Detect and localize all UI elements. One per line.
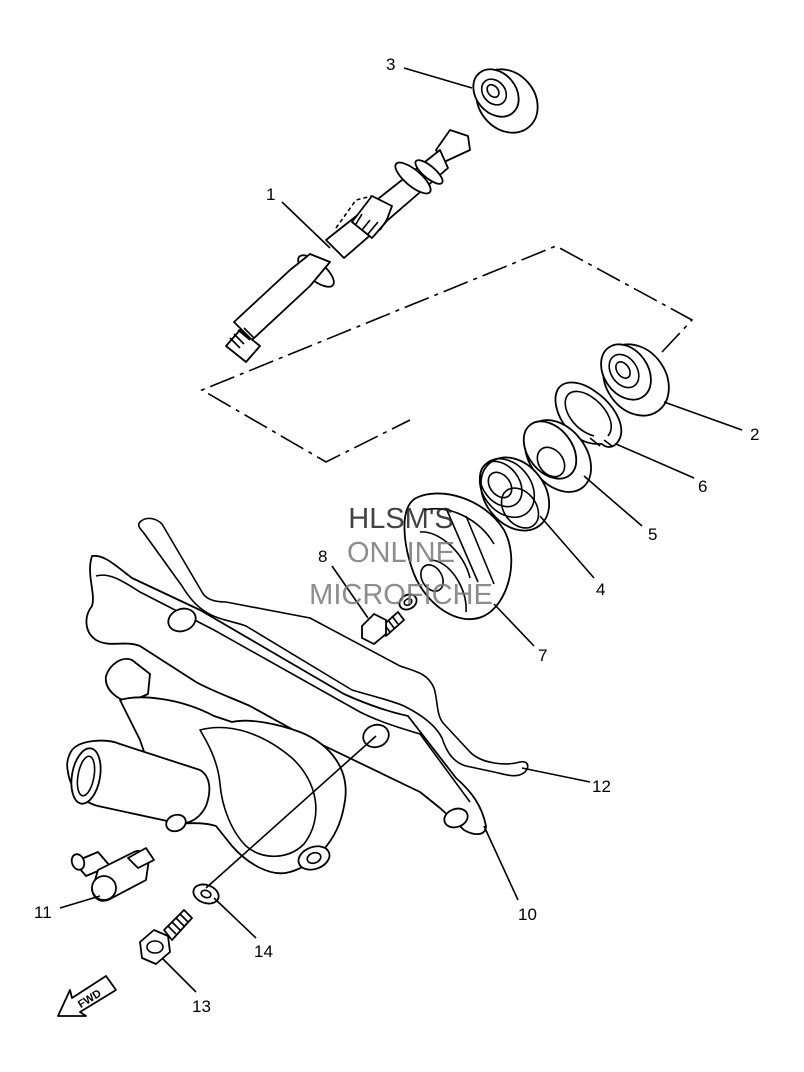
part-1-shaft — [225, 129, 471, 363]
assembly-bracket-dashed — [200, 245, 694, 463]
part-13-bolt — [139, 909, 193, 965]
callout-11: 11 — [34, 903, 52, 922]
part-12-gasket — [137, 517, 529, 777]
callout-6: 6 — [698, 477, 707, 496]
part-7-impeller — [403, 492, 513, 621]
callout-8: 8 — [318, 547, 327, 566]
callout-2: 2 — [750, 425, 759, 444]
callout-14: 14 — [254, 942, 273, 961]
part-4-mechanical-seal — [478, 456, 551, 532]
callout-5: 5 — [648, 525, 657, 544]
callout-1: 1 — [266, 185, 275, 204]
part-11-fitting — [70, 847, 155, 902]
part-14-washer — [192, 883, 220, 905]
watermark-line2: ONLINE — [347, 537, 455, 569]
callout-3: 3 — [386, 55, 395, 74]
part-8-bolt — [361, 593, 418, 645]
watermark-line3: MICROFICHE — [309, 579, 493, 611]
part-10-pump-housing — [66, 554, 487, 875]
callout-7: 7 — [538, 646, 547, 665]
part-2-bearing — [600, 343, 670, 417]
fwd-direction-arrow: FWD — [57, 975, 117, 1017]
callout-12: 12 — [592, 777, 611, 796]
watermark: HLSM'S ONLINE MICROFICHE — [309, 503, 493, 611]
part-5-seal — [522, 419, 592, 493]
part-3-bearing — [472, 68, 539, 134]
callout-10: 10 — [518, 905, 537, 924]
leader-lines — [59, 67, 743, 993]
callout-13: 13 — [192, 997, 211, 1016]
callout-4: 4 — [596, 580, 605, 599]
callout-labels: 1 2 3 4 5 6 7 8 10 11 12 13 14 — [34, 55, 759, 1016]
watermark-line1: HLSM'S — [348, 503, 453, 535]
